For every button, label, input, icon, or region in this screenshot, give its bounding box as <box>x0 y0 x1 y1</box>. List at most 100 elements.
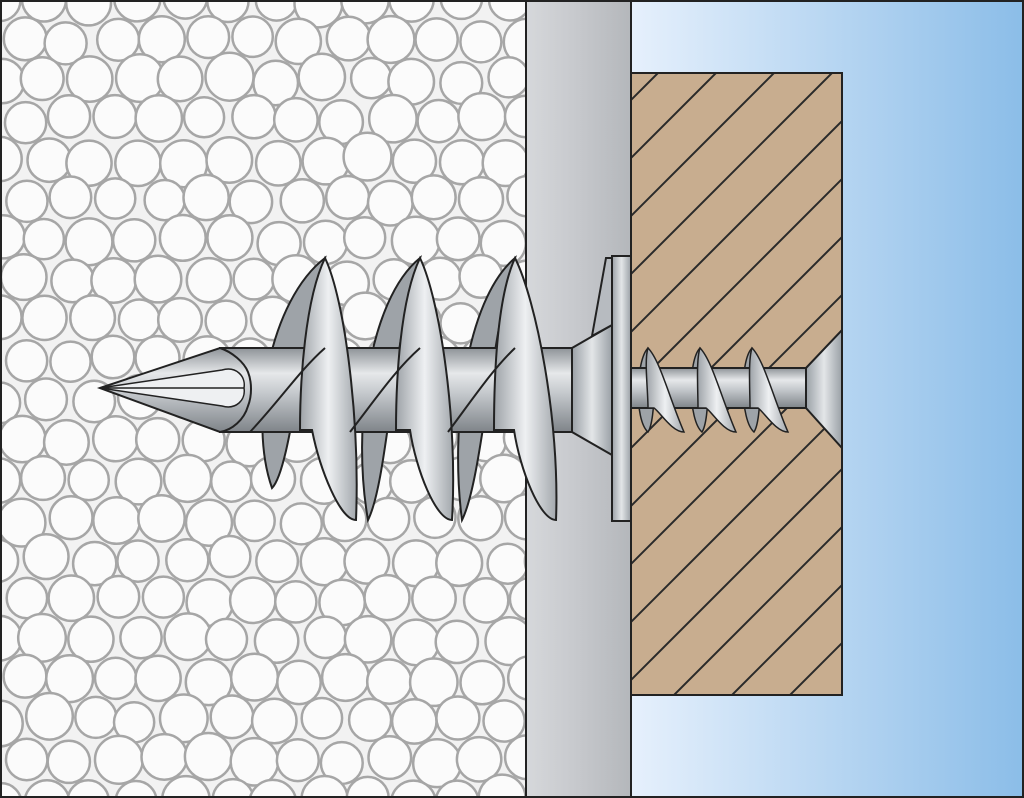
wood-hatch-line <box>631 73 718 160</box>
insulation-bead <box>303 615 348 660</box>
insulation-bead <box>455 735 503 783</box>
insulation-bead <box>64 217 114 267</box>
insulation-bead <box>434 619 480 665</box>
insulation-bead <box>204 299 248 343</box>
insulation-bead <box>342 215 387 260</box>
insulation-bead <box>2 653 48 699</box>
insulation-bead <box>163 612 213 662</box>
insulation-bead <box>254 139 302 187</box>
insulation-bead <box>206 214 254 262</box>
insulation-bead <box>390 779 437 798</box>
insulation-bead <box>248 778 297 798</box>
insulation-bead <box>165 537 210 583</box>
insulation-bead <box>366 14 416 65</box>
insulation-bead <box>481 138 526 188</box>
insulation-bead <box>211 777 255 798</box>
insulation-bead <box>42 418 90 466</box>
insulation-bead <box>0 699 24 748</box>
insulation-bead <box>26 137 73 184</box>
insulation-bead <box>439 0 484 21</box>
insulation-bead <box>416 98 462 144</box>
insulation-bead <box>67 615 115 664</box>
insulation-bead <box>477 773 526 798</box>
insulation-bead <box>479 453 526 504</box>
insulation-bead <box>20 0 68 23</box>
insulation-bead <box>72 379 117 424</box>
insulation-bead <box>208 534 252 579</box>
insulation-bead <box>2 16 48 62</box>
insulation-bead <box>74 695 118 740</box>
insulation-bead <box>273 580 318 624</box>
insulation-bead <box>274 17 323 66</box>
insulation-bead <box>23 377 69 422</box>
insulation-bead <box>231 93 277 140</box>
insulation-bead <box>117 298 161 342</box>
insulation-bead <box>388 0 435 23</box>
insulation-bead <box>343 614 393 664</box>
insulation-bead <box>459 659 506 706</box>
wood-hatch-line <box>631 119 842 334</box>
insulation-bead <box>4 737 49 782</box>
insulation-bead <box>232 257 276 301</box>
insulation-bead <box>253 618 300 665</box>
wood-hatch-line <box>631 73 834 276</box>
insulation-bead <box>252 59 300 107</box>
insulation-bead <box>459 20 503 64</box>
insulation-bead <box>92 495 142 546</box>
insulation-bead <box>233 499 276 543</box>
insulation-bead <box>93 656 138 701</box>
insulation-bead <box>22 217 66 261</box>
insulation-bead <box>209 694 255 740</box>
insulation-bead <box>229 652 280 702</box>
insulation-bead <box>186 14 231 60</box>
insulation-bead <box>64 0 113 27</box>
insulation-bead <box>343 537 391 585</box>
insulation-bead <box>119 615 163 660</box>
insulation-bead <box>255 539 300 584</box>
wood-hatch-line <box>631 73 776 218</box>
insulation-bead <box>67 458 111 502</box>
insulation-bead <box>162 0 209 20</box>
insulation-bead <box>435 216 481 262</box>
insulation-bead <box>46 739 92 785</box>
wood-hatch-line <box>631 409 842 624</box>
wood-screw <box>630 327 843 451</box>
insulation-bead <box>92 93 138 140</box>
insulation-bead <box>275 738 320 783</box>
insulation-bead <box>297 52 347 102</box>
insulation-bead <box>114 457 163 506</box>
insulation-bead <box>486 542 526 586</box>
insulation-bead <box>66 779 110 798</box>
insulation-bead <box>21 294 68 342</box>
wood-hatch-line <box>730 583 842 695</box>
insulation-bead <box>183 731 234 782</box>
insulation-bead <box>506 174 526 218</box>
insulation-bead <box>19 55 65 102</box>
insulation-bead <box>502 17 526 67</box>
insulation-bead <box>320 652 371 703</box>
insulation-bead <box>0 253 48 302</box>
insulation-bead <box>276 659 322 706</box>
insulation-bead <box>114 779 158 798</box>
insulation-bead <box>487 55 526 99</box>
insulation-bead <box>0 135 23 183</box>
insulation-bead <box>24 691 75 741</box>
insulation-bead <box>69 294 117 342</box>
insulation-bead <box>90 334 136 380</box>
insulation-bead <box>279 177 326 224</box>
insulation-bead <box>503 734 526 781</box>
insulation-bead <box>158 213 207 263</box>
wood-hatch-line <box>672 525 842 695</box>
insulation-bead <box>0 497 47 548</box>
insulation-bead <box>0 538 20 584</box>
insulation-bead <box>182 173 230 222</box>
insulation-bead <box>506 655 526 701</box>
insulation-bead <box>391 138 438 185</box>
insulation-bead <box>411 575 457 622</box>
insulation-bead <box>347 697 393 743</box>
insulation-bead <box>116 539 160 583</box>
insulation-bead <box>4 338 49 383</box>
insulation-bead <box>113 0 162 23</box>
